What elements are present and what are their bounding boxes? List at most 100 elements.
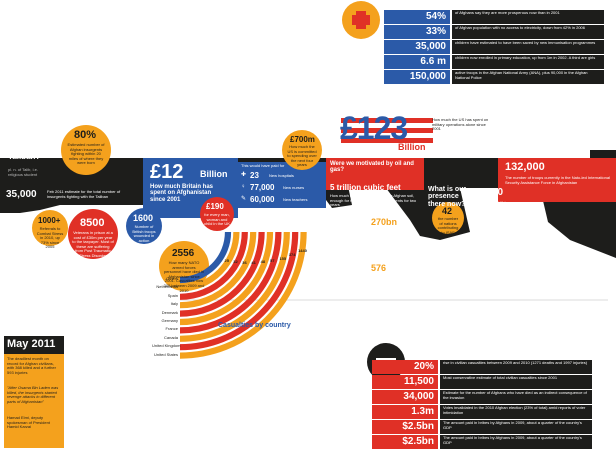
bottom-stat-text: Votes invalidated in the 2010 Afghan ele…: [440, 405, 592, 419]
arc-band: [179, 231, 299, 351]
nurse-icon: ♀: [241, 184, 246, 190]
hospital-icon: ✚: [241, 172, 247, 178]
may-panel: May 2011 The deadliest month on record f…: [4, 336, 64, 448]
arc-country-label: Others: [165, 276, 178, 281]
bottom-stat-text: The amount paid in bribes by Afghans in …: [440, 420, 592, 434]
top-stat-value: 33%: [384, 25, 450, 39]
us-unit: Billion: [398, 142, 426, 152]
taliban-pct-circle: [61, 125, 111, 175]
teacher-icon: ✎: [241, 196, 247, 202]
barrels-value: 270bn: [371, 217, 398, 227]
top-stat-text: children now enrolled in primary educati…: [452, 55, 604, 69]
may-author: Hamad Elmi, deputy spokesman of Presiden…: [7, 415, 50, 430]
bottom-stat-text: rise in civilian casualties between 2009…: [440, 360, 592, 374]
may-quote: "After Osama Bin Laden was killed, the i…: [7, 385, 59, 404]
arc-country-label: Canada: [163, 334, 178, 340]
barrels-text: barrels of oil. US government estimates …: [370, 227, 405, 255]
top-stat-text: active troops in the Afghan National Arm…: [452, 70, 604, 84]
veterans-value: 8500: [80, 217, 105, 229]
veterans-circle: [68, 209, 118, 259]
bottom-stat-value: 11,500: [372, 375, 438, 389]
oil-panel: [326, 158, 424, 190]
arc-value-label: 41: [251, 260, 256, 266]
arc-chart-title: Casualties by country: [218, 322, 291, 329]
per-head-circle: [200, 197, 234, 231]
bottom-stat-value: 34,000: [372, 390, 438, 404]
taliban-pct-value: 80%: [74, 129, 97, 141]
gas-value: 5 trillion cubic feet: [330, 183, 401, 192]
arc-value-label: 374: [288, 252, 296, 258]
could-have-label: New nurses: [283, 185, 305, 190]
cubic-value: 576: [371, 263, 387, 273]
us-committed-value: £700m: [290, 135, 315, 144]
arc-band: [179, 231, 240, 292]
us-flag-stripes: [341, 118, 433, 143]
arc-country-label: France: [165, 326, 178, 332]
may-header: [4, 336, 64, 354]
nations-text: the number of nations contributing to IS…: [437, 216, 459, 235]
could-have-label: New hospitals: [269, 173, 294, 178]
arc-band: [179, 231, 257, 309]
oil-question: Were we motivated by oil and gas?: [330, 161, 414, 174]
wounded-value: 1600: [133, 213, 154, 223]
wounded-text: Number of British troops wounded in acti…: [132, 224, 156, 243]
arc-band: [179, 231, 265, 317]
per-head-text: for every man, woman and child in the UK: [204, 212, 230, 227]
taliban-count-value: 35,000: [6, 189, 37, 200]
top-stat-text: of Afghans say they are more prosperous …: [452, 10, 604, 24]
arc-value-label: 57: [270, 257, 275, 263]
arc-band: [179, 231, 290, 342]
may-text: The deadliest month on record for Afghan…: [7, 356, 56, 375]
uk-troops-text: Number of UK troops in ISAF, most based …: [478, 200, 518, 219]
arc-value-label: 36: [242, 260, 247, 266]
bottom-stat-value: $2.5bn: [372, 435, 438, 449]
top-stat-value: 54%: [384, 10, 450, 24]
taliban-count-text: Feb 2011 estimate for the total number o…: [47, 189, 121, 199]
top-stat-text: of Afghan population with no access to e…: [452, 25, 604, 39]
referrals-circle: [32, 210, 68, 246]
arc-country-label: Denmark: [161, 309, 178, 315]
bottom-stat-text: Most conservative estimate of total civi…: [440, 375, 592, 389]
us-committed-circle: [282, 130, 322, 170]
top-stat-value: 6.6 m: [384, 55, 450, 69]
taliban-question: Who are the Taliban?: [8, 135, 41, 161]
referrals-value: 1000+: [38, 216, 61, 225]
casualty-arc-chart: [179, 231, 307, 359]
could-have-value: 23: [250, 171, 259, 180]
top-stat-value: 35,000: [384, 40, 450, 54]
could-have-label: New teachers: [283, 197, 308, 202]
list-item: ✚ 23 New hospitals: [241, 171, 323, 182]
nato-deaths-text: How many NATO armed forces personnel hav…: [163, 260, 205, 293]
arc-band: [179, 231, 274, 326]
arc-band: [179, 231, 232, 284]
gas-text: How much natural gas lies beneath Afghan…: [330, 193, 417, 208]
arc-value-label: 25: [224, 257, 229, 263]
isaf-text: The number of troops currently in the Na…: [505, 175, 610, 185]
nato-deaths-value: 2556: [172, 248, 195, 259]
bottom-stat-value: 20%: [372, 360, 438, 374]
bottom-stat-value: 1.3m: [372, 405, 438, 419]
nations-circle: [432, 202, 464, 234]
arc-country-label: Spain: [167, 292, 178, 298]
per-head-value: £190: [206, 202, 224, 211]
list-item: ✎ 60,000 New teachers: [241, 195, 323, 206]
taliban-pct-text: Estimated number of Afghan insurgents fi…: [67, 142, 105, 166]
isaf-panel: [498, 158, 616, 202]
britain-caption: How much Britain has spent on Afghanista…: [150, 184, 214, 203]
bottom-stat-text: The amount paid in bribes by Afghans in …: [440, 435, 592, 449]
plus-icon: [352, 11, 370, 29]
bottom-stat-text: Estimate for the number of Afghans who h…: [440, 390, 592, 404]
arc-band: [179, 231, 248, 300]
top-stat-value: 150,000: [384, 70, 450, 84]
uk-troops-value: 9,500: [478, 187, 504, 198]
arc-value-label: 155: [279, 255, 287, 261]
us-committed-text: How much the US is committed to spending…: [287, 144, 317, 168]
bottom-stat-value: $2.5bn: [372, 420, 438, 434]
arc-country-label: United Kingdom: [152, 343, 181, 349]
arc-value-label: 1440: [298, 248, 307, 254]
arc-band: [179, 231, 307, 359]
presence-question: What is our presence there now?: [428, 186, 467, 208]
britain-amount: £12: [150, 161, 184, 183]
cubic-text: trillion cubic feet of gas: [370, 274, 404, 284]
arc-country-label: Italy: [170, 301, 178, 307]
